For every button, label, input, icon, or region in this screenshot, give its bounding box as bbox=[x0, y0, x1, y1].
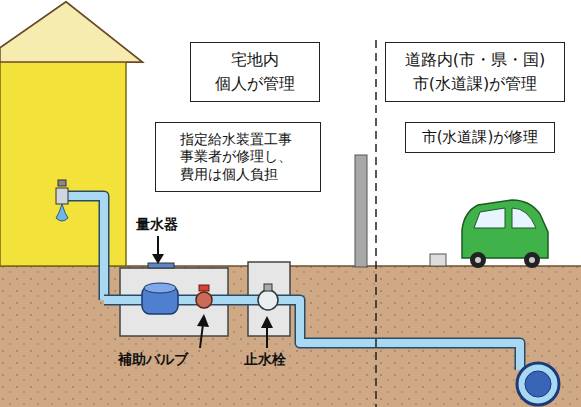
house-roof bbox=[0, 2, 142, 62]
water-main bbox=[517, 363, 559, 405]
part-label: 量水器 bbox=[136, 217, 178, 232]
water-drop bbox=[56, 204, 68, 221]
meter-lid bbox=[148, 263, 174, 268]
stopcock-handle bbox=[264, 284, 272, 291]
note-text: 市(水道課)が管理 bbox=[396, 74, 554, 94]
note-box: 宅地内個人が管理 bbox=[190, 42, 320, 102]
note-text: 指定給水装置工事 事業者が修理し、 費用は個人負担 bbox=[180, 131, 296, 184]
curb-block bbox=[430, 254, 446, 266]
water-main bbox=[525, 371, 551, 397]
valve-handle bbox=[199, 285, 209, 291]
faucet bbox=[56, 188, 68, 204]
note-box: 指定給水装置工事 事業者が修理し、 費用は個人負担 bbox=[155, 122, 321, 192]
note-text: 道路内(市・県・国) bbox=[396, 50, 554, 70]
part-label: 補助バルブ bbox=[118, 352, 188, 367]
pipe bbox=[62, 196, 104, 300]
boundary-line bbox=[375, 40, 377, 407]
pipe-outline bbox=[62, 196, 104, 300]
faucet-handle bbox=[58, 180, 66, 186]
house-roof bbox=[0, 2, 142, 62]
leader-arrows bbox=[152, 236, 273, 348]
note-text: 市(水道課)が修理 bbox=[414, 128, 546, 147]
part-label: 止水栓 bbox=[244, 352, 286, 367]
water-meter-top bbox=[144, 283, 176, 293]
note-box: 道路内(市・県・国) 市(水道課)が管理 bbox=[385, 42, 565, 102]
auxiliary-valve bbox=[196, 292, 212, 308]
note-box: 市(水道課)が修理 bbox=[405, 122, 555, 153]
note-text: 個人が管理 bbox=[201, 74, 309, 94]
car bbox=[462, 200, 548, 268]
boundary-wall bbox=[355, 155, 367, 267]
stopcock bbox=[258, 290, 278, 310]
note-text: 宅地内 bbox=[201, 50, 309, 70]
